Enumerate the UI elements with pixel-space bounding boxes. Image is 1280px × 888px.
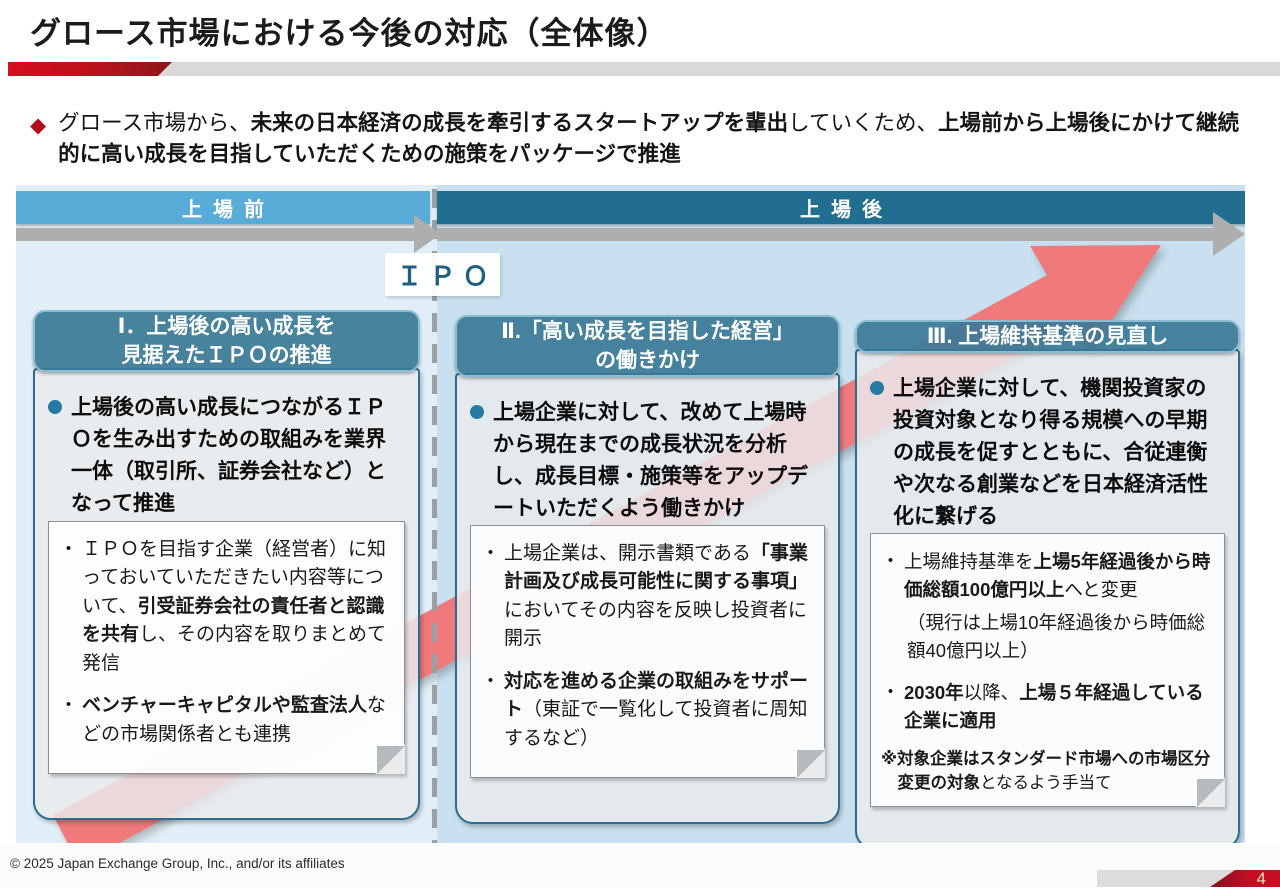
note-bullet-icon: ・ <box>481 542 501 564</box>
note-text: ベンチャーキャピタルや監査法人などの市場関係者とも連携 <box>82 695 386 745</box>
note-bullet-icon: ・ <box>881 681 901 703</box>
page-number: 4 <box>1256 869 1266 888</box>
circle-bullet-icon <box>870 381 884 396</box>
title-underline-accent <box>8 62 172 76</box>
phase-after-listing-bar: 上場後 <box>437 191 1245 224</box>
note-text: ＩＰＯを目指す企業（経営者）に知っておいていただきたい内容等について、引受証券会… <box>82 538 387 674</box>
card-ipo-promotion-header: Ⅰ．上場後の高い成長を 見据えたＩＰＯの推進 <box>33 310 420 372</box>
ipo-divider-line <box>432 189 437 843</box>
card-growth-management-main-text: 上場企業に対して、改めて上場時から現在までの成長状況を分析し、成長目標・施策等を… <box>493 401 808 520</box>
timeline-arrow-after <box>437 228 1215 241</box>
card-ipo-promotion-body: 上場後の高い成長につながるＩＰＯを生み出すための取組みを業界一体（取引所、証券会… <box>33 368 420 820</box>
card-growth-management-header: Ⅱ.「高い成長を目指した経営」 の働きかけ <box>455 315 840 377</box>
timeline-arrowhead-before <box>414 215 441 253</box>
phase-before-label: 上場前 <box>182 199 275 221</box>
title-underline-bar <box>8 62 1280 76</box>
footer-strip <box>0 845 1280 887</box>
circle-bullet-icon <box>470 405 484 419</box>
phase-after-label: 上場後 <box>800 199 893 221</box>
card-listing-criteria-main-text: 上場企業に対して、機関投資家の投資対象となり得る規模への早期の成長を促すとともに… <box>893 377 1208 529</box>
timeline-diagram: 上場前 上場後 ＩＰＯ Ⅰ．上場後の高い成長を 見据えたＩＰＯの推進 上場後の高… <box>16 185 1245 843</box>
page-title: グロース市場における今後の対応（全体像） <box>30 16 669 51</box>
card-listing-criteria-note: ・ 上場維持基準を上場5年経過後から時価総額100億円以上へと変更 （現行は上場… <box>870 532 1225 808</box>
intro-text: グロース市場から、未来の日本経済の成長を牽引するスタートアップを輩出していくため… <box>58 111 1239 167</box>
timeline-arrow-before <box>16 228 415 241</box>
card-listing-criteria: Ⅲ. 上場維持基準の見直し 上場企業に対して、機関投資家の投資対象となり得る規模… <box>855 320 1240 843</box>
card-ipo-promotion: Ⅰ．上場後の高い成長を 見据えたＩＰＯの推進 上場後の高い成長につながるＩＰＯを… <box>33 310 420 820</box>
note-bullet-icon: ・ <box>481 670 501 692</box>
note-text: 上場企業は、開示書類である「事業計画及び成長可能性に関する事項」においてその内容… <box>504 542 809 650</box>
ipo-label-text: ＩＰＯ <box>396 261 496 291</box>
card-growth-management: Ⅱ.「高い成長を目指した経営」 の働きかけ 上場企業に対して、改めて上場時から現… <box>455 315 840 825</box>
note-text: 2030年以降、上場５年経過している企業に適用 <box>904 681 1204 731</box>
note-bullet-icon: ・ <box>59 695 79 716</box>
note-bullet-icon: ・ <box>59 538 79 560</box>
diamond-bullet-icon: ◆ <box>30 114 47 137</box>
card-listing-criteria-body: 上場企業に対して、機関投資家の投資対象となり得る規模への早期の成長を促すとともに… <box>855 349 1240 843</box>
copyright-text: © 2025 Japan Exchange Group, Inc., and/o… <box>10 856 345 871</box>
intro-statement: ◆ グロース市場から、未来の日本経済の成長を牽引するスタートアップを輩出していく… <box>30 108 1252 170</box>
note-footnote-text: ※対象企業はスタンダード市場への市場区分変更の対象となるよう手当て <box>881 750 1211 793</box>
note-text: 対応を進める企業の取組みをサポート（東証で一覧化して投資者に周知するなど） <box>504 670 809 749</box>
card-growth-management-note: ・ 上場企業は、開示書類である「事業計画及び成長可能性に関する事項」においてその… <box>470 524 825 779</box>
timeline-arrowhead-after <box>1213 212 1245 256</box>
circle-bullet-icon <box>48 400 62 414</box>
phase-before-listing-bar: 上場前 <box>16 191 430 224</box>
note-current-rule-text: （現行は上場10年経過後から時価総額40億円以上） <box>907 612 1206 662</box>
card-listing-criteria-header: Ⅲ. 上場維持基準の見直し <box>855 320 1240 354</box>
card-ipo-promotion-note: ・ ＩＰＯを目指す企業（経営者）に知っておいていただきたい内容等について、引受証… <box>48 520 405 774</box>
card-growth-management-body: 上場企業に対して、改めて上場時から現在までの成長状況を分析し、成長目標・施策等を… <box>455 373 840 825</box>
note-text: 上場維持基準を上場5年経過後から時価総額100億円以上へと変更 <box>904 550 1211 600</box>
note-bullet-icon: ・ <box>881 550 901 572</box>
ipo-label: ＩＰＯ <box>385 253 500 296</box>
card-ipo-promotion-main-text: 上場後の高い成長につながるＩＰＯを生み出すための取組みを業界一体（取引所、証券会… <box>71 396 386 515</box>
